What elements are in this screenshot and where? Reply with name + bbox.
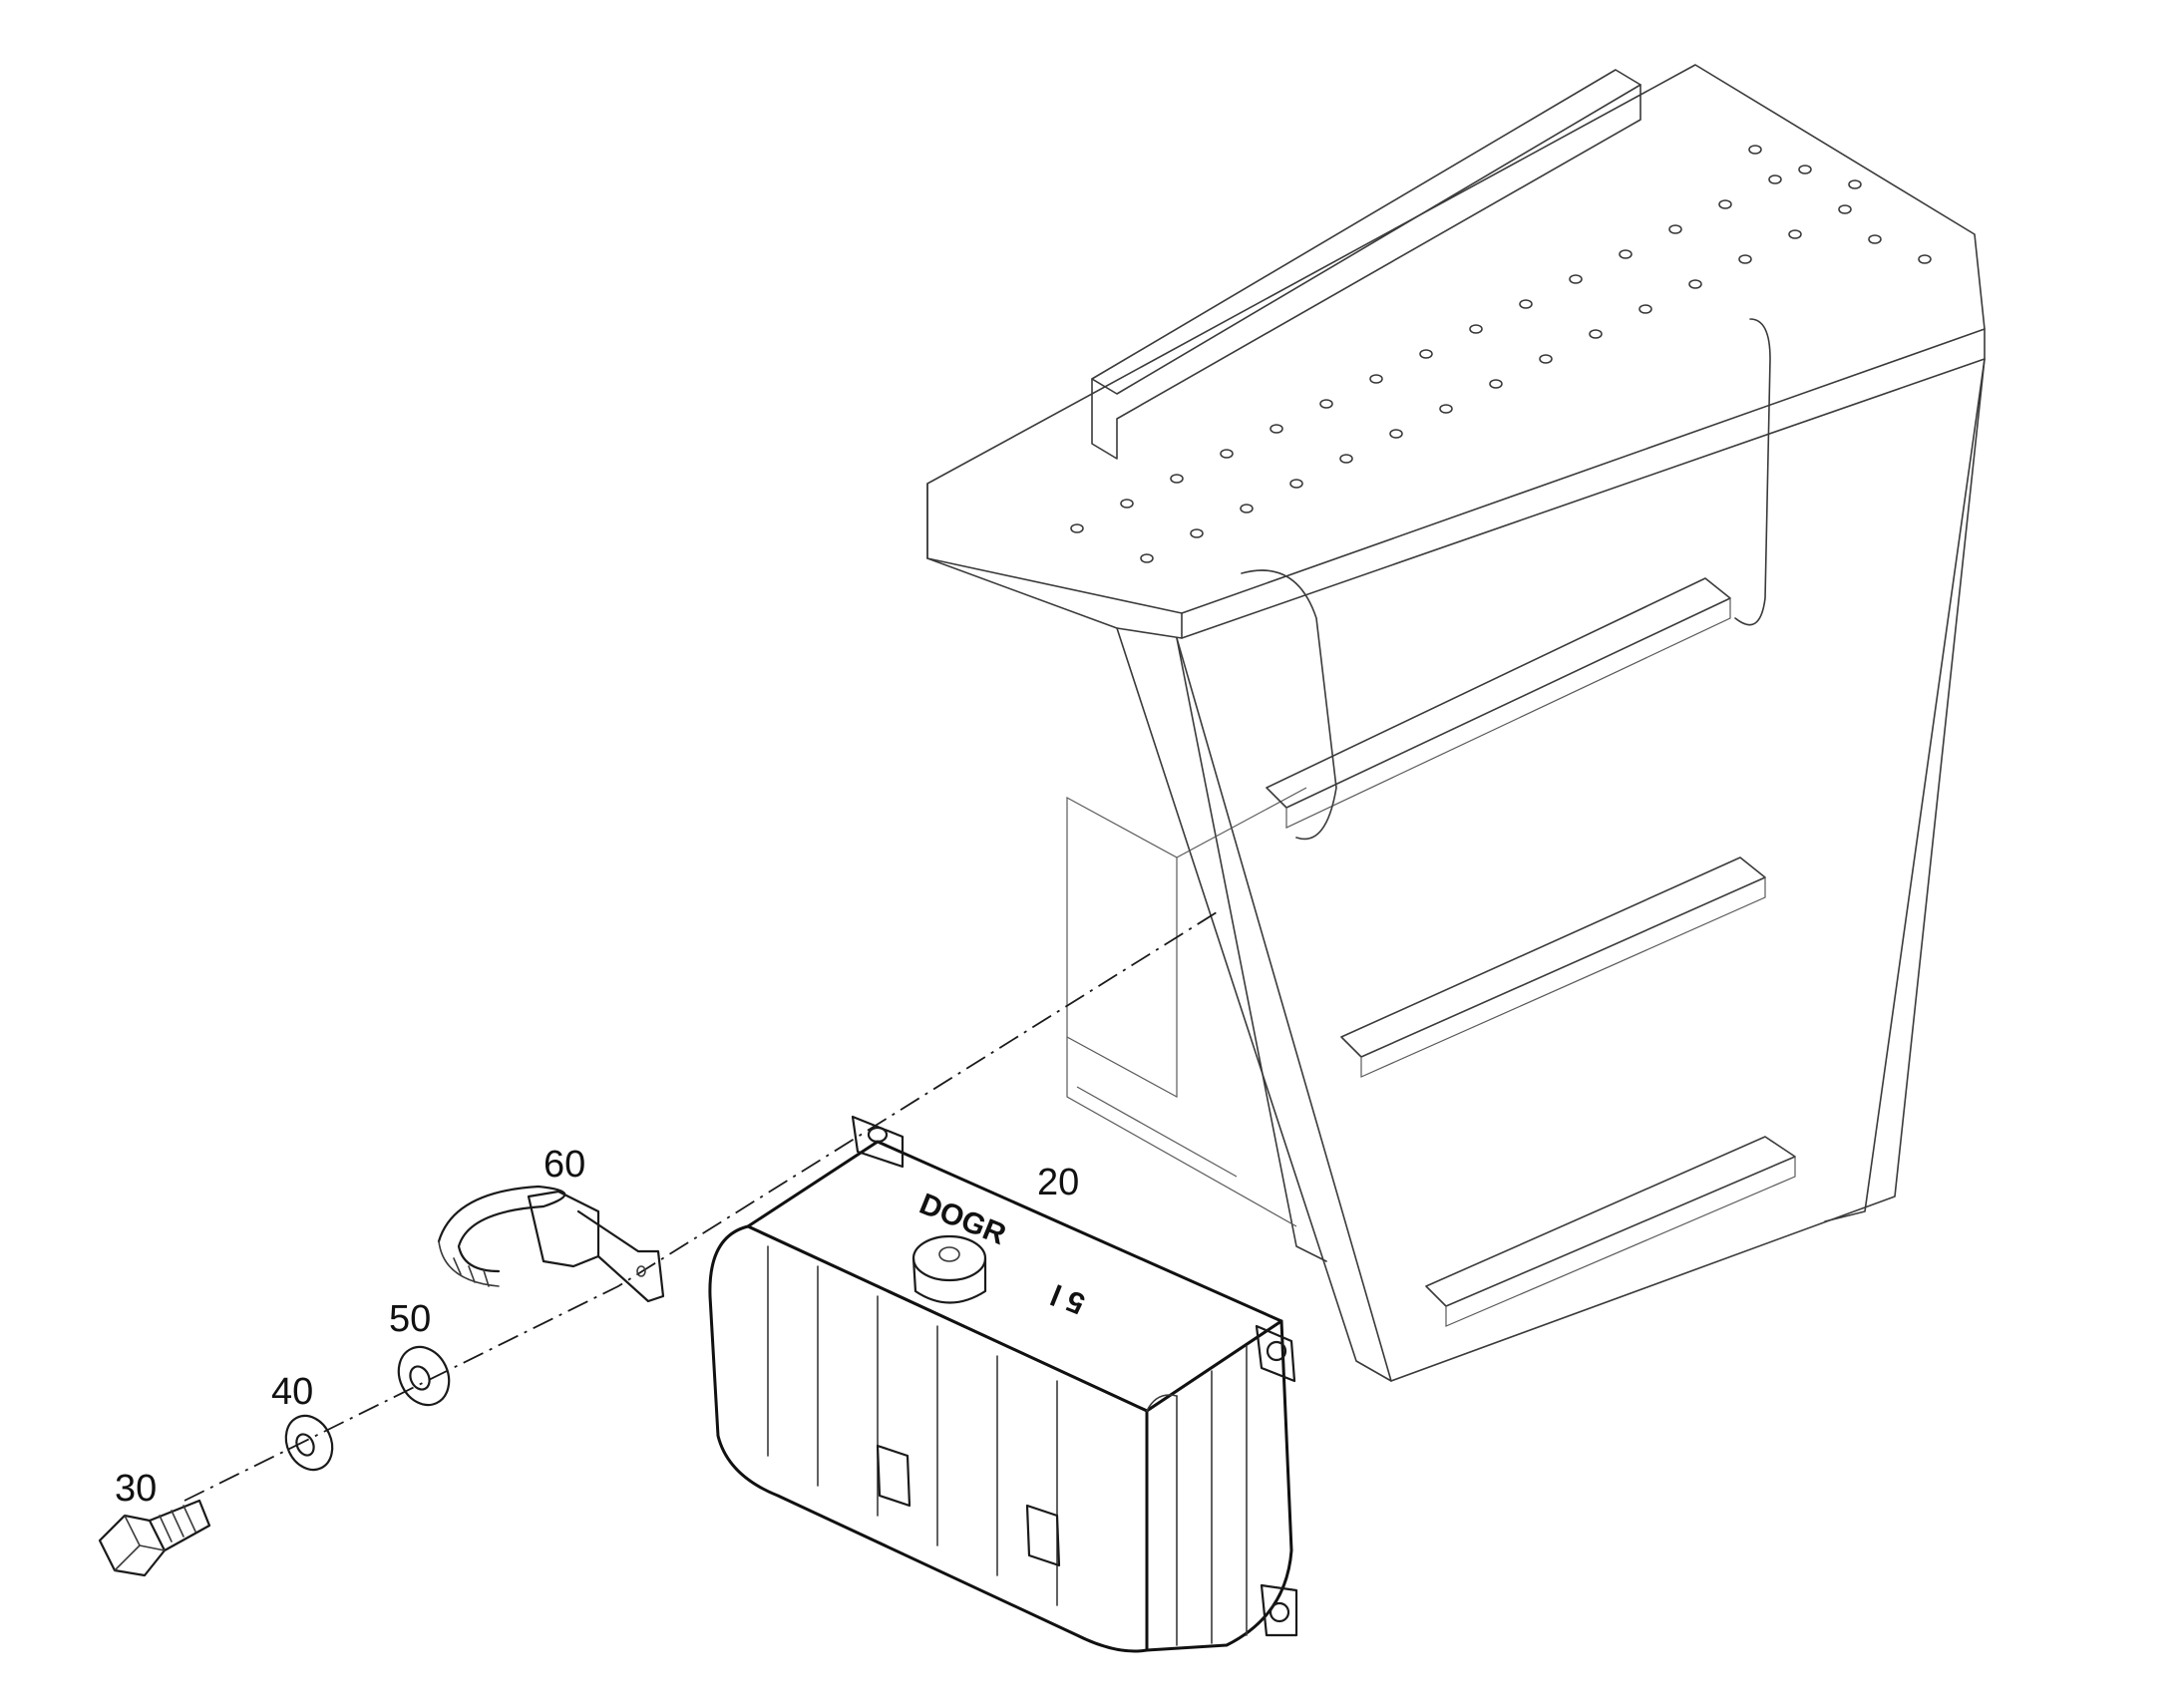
platform-perforation [1070, 145, 1932, 563]
callout-50: 50 [389, 1298, 431, 1340]
ladder-step-1 [1266, 577, 1731, 829]
part-40-lock-washer [284, 1414, 334, 1472]
step-ladder-assembly [926, 64, 1986, 1382]
callout-60: 60 [544, 1144, 585, 1186]
callout-20: 20 [1037, 1162, 1079, 1203]
part-60-hose-clamp-bracket [437, 1185, 665, 1303]
ladder-step-3 [1425, 1136, 1796, 1327]
part-20-reservoir-tank: DOGR 5 l [708, 1115, 1298, 1653]
part-30-bolt [98, 1499, 211, 1577]
ladder-step-2 [1340, 856, 1766, 1078]
callout-30: 30 [115, 1468, 157, 1510]
part-50-flat-washer [397, 1345, 451, 1407]
filler-cap [911, 1234, 987, 1304]
callout-40: 40 [271, 1371, 313, 1413]
assembly-leader-line [183, 911, 1218, 1502]
